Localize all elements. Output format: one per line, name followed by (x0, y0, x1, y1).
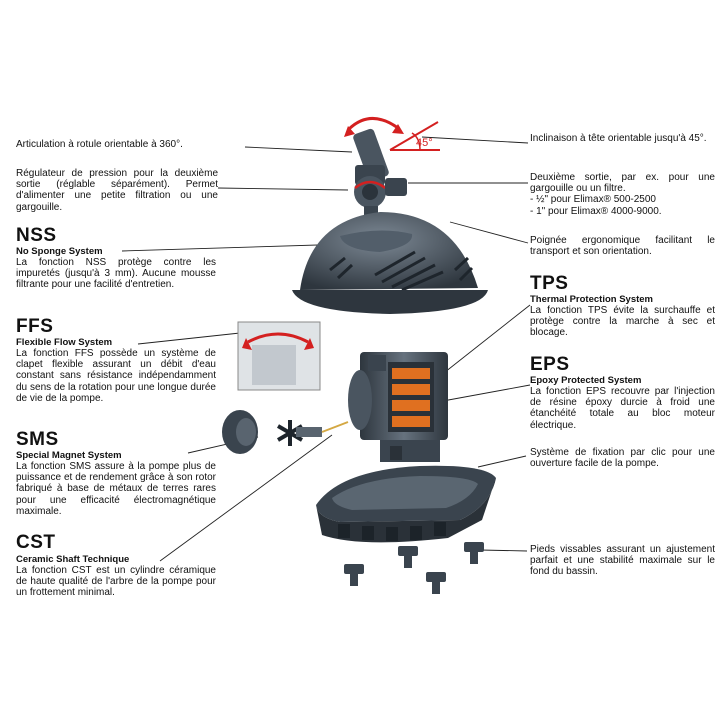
cst-abbr: CST (16, 532, 56, 553)
sortie-block: Deuxième sortie, par ex. pour une gargou… (530, 172, 715, 217)
motor-block (348, 352, 448, 462)
cst-name: Ceramic Shaft Technique (16, 554, 130, 565)
nss-block: No Sponge System La fonction NSS protège… (16, 246, 216, 291)
tps-name: Thermal Protection System (530, 294, 654, 305)
nss-name: No Sponge System (16, 246, 103, 257)
feet (344, 542, 484, 594)
inclinaison-caption: Inclinaison à tête orientable jusqu'à 45… (530, 133, 707, 144)
sortie-line-1: - ½" pour Elimax® 500-2500 (530, 194, 656, 206)
ffs-text: La fonction FFS possède un système de cl… (16, 348, 216, 404)
ffs-block: Flexible Flow System La fonction FFS pos… (16, 337, 216, 404)
tps-abbr: TPS (530, 273, 569, 294)
sortie-intro: Deuxième sortie, par ex. pour une gargou… (530, 172, 715, 195)
rotor-assembly (222, 410, 349, 454)
sms-text: La fonction SMS assure à la pompe plus d… (16, 461, 216, 517)
sms-abbr: SMS (16, 429, 59, 450)
pieds-caption: Pieds vissables assurant un ajustement p… (530, 544, 715, 578)
eps-abbr: EPS (530, 354, 570, 375)
tps-text: La fonction TPS évite la surchauffe et p… (530, 305, 715, 339)
poignee-caption: Poignée ergonomique facilitant le transp… (530, 235, 715, 258)
base-tray (316, 465, 496, 543)
eps-name: Epoxy Protected System (530, 375, 642, 386)
angle-label: 45° (416, 137, 433, 149)
dome-housing (292, 212, 488, 314)
cst-block: Ceramic Shaft Technique La fonction CST … (16, 554, 216, 599)
rotule-caption: Articulation à rotule orientable à 360°. (16, 139, 183, 150)
fixation-caption: Système de fixation par clic pour une ou… (530, 447, 715, 470)
sortie-line-2: - 1" pour Elimax® 4000-9000. (530, 205, 662, 217)
nss-abbr: NSS (16, 225, 57, 246)
sms-name: Special Magnet System (16, 450, 122, 461)
ffs-abbr: FFS (16, 316, 54, 337)
regulateur-caption: Régulateur de pression pour la deuxième … (16, 168, 218, 213)
sms-block: Special Magnet System La fonction SMS as… (16, 450, 216, 517)
tps-block: Thermal Protection System La fonction TP… (530, 294, 715, 339)
ffs-inset (237, 321, 321, 391)
pump-head: 45° (344, 117, 440, 185)
ffs-name: Flexible Flow System (16, 337, 113, 348)
eps-text: La fonction EPS recouvre par l'injection… (530, 386, 715, 431)
cst-text: La fonction CST est un cylindre céramiqu… (16, 565, 216, 599)
nss-text: La fonction NSS protège contre les impur… (16, 257, 216, 291)
eps-block: Epoxy Protected System La fonction EPS r… (530, 375, 715, 431)
leader-lines (121, 136, 531, 562)
